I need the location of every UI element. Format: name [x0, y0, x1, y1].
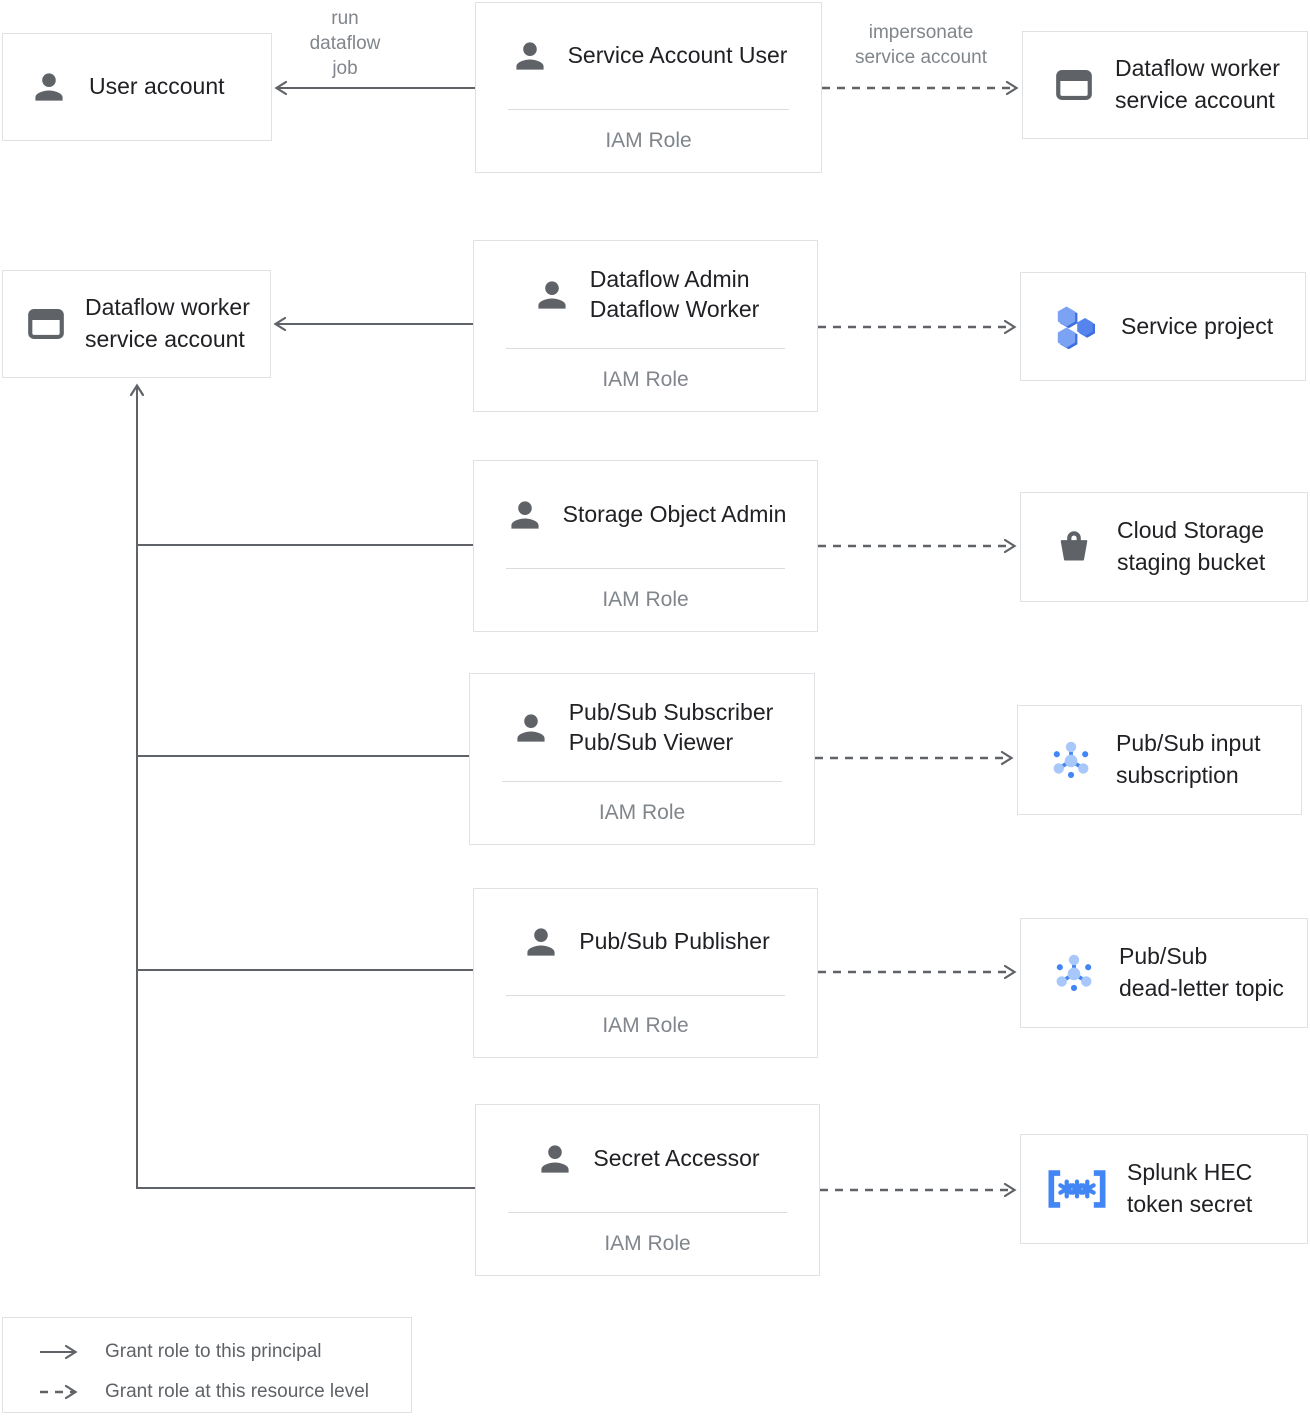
divider — [506, 994, 785, 996]
iam-role-box-pubsub-publisher: Pub/Sub Publisher IAM Role — [473, 888, 818, 1058]
role-title: Service Account User — [567, 42, 788, 69]
dataflow-worker-sa-node-left: Dataflow worker service account — [2, 270, 271, 378]
iam-role-box-storage-object-admin: Storage Object Admin IAM Role — [473, 460, 818, 632]
iam-role-label: IAM Role — [602, 367, 689, 391]
person-icon — [541, 1144, 569, 1173]
person-icon — [517, 713, 545, 742]
iam-role-box-service-account-user: Service Account User IAM Role — [475, 2, 822, 173]
divider — [508, 1212, 787, 1214]
secret-brackets-icon — [1048, 1170, 1106, 1208]
role-title: Storage Object Admin — [562, 500, 787, 527]
role-title: Dataflow Admin Dataflow Worker — [589, 265, 760, 322]
person-icon — [515, 42, 544, 70]
legend: Grant role to this principal Grant role … — [2, 1317, 412, 1413]
service-project-node: Service project — [1020, 272, 1306, 381]
iam-role-box-secret-accessor: Secret Accessor IAM Role — [475, 1104, 820, 1276]
divider — [508, 109, 789, 111]
role-title: Secret Accessor — [593, 1144, 760, 1171]
service-account-card-icon — [28, 308, 64, 340]
cloud-storage-staging-bucket-node: Cloud Storage staging bucket — [1020, 492, 1308, 602]
storage-bucket-icon — [1060, 531, 1088, 561]
run-dataflow-job-label: run dataflow job — [309, 8, 381, 80]
solid-arrow-icon — [40, 1344, 78, 1360]
role-title: Pub/Sub Subscriber Pub/Sub Viewer — [568, 698, 774, 755]
splunk-hec-token-secret-node: Splunk HEC token secret — [1020, 1134, 1308, 1244]
pubsub-input-subscription-node: Pub/Sub input subscription — [1017, 705, 1302, 815]
iam-role-label: IAM Role — [602, 1013, 689, 1037]
iam-role-label: IAM Role — [598, 800, 686, 824]
pubsub-icon — [1053, 741, 1089, 779]
node-label: Cloud Storage staging bucket — [1117, 517, 1266, 575]
node-label: Dataflow worker service account — [1115, 55, 1280, 113]
iam-role-label: IAM Role — [602, 587, 689, 611]
legend-item-grant-principal: Grant role to this principal — [37, 1332, 411, 1372]
dashed-arrow-icon — [40, 1384, 78, 1400]
person-icon — [538, 280, 566, 309]
legend-label: Grant role to this principal — [105, 1341, 322, 1362]
node-label: User account — [89, 73, 225, 100]
service-account-card-icon — [1056, 69, 1092, 101]
dataflow-worker-sa-node-top: Dataflow worker service account — [1022, 31, 1308, 139]
node-label: Dataflow worker service account — [85, 294, 250, 352]
node-label: Service project — [1121, 312, 1274, 339]
person-icon — [511, 500, 539, 529]
user-account-node: User account — [2, 33, 272, 141]
divider — [506, 568, 785, 570]
grant-branch-lines — [137, 544, 475, 1189]
divider — [506, 348, 785, 350]
project-hexagons-icon — [1057, 306, 1095, 349]
node-label: Splunk HEC token secret — [1127, 1159, 1253, 1217]
pubsub-dead-letter-topic-node: Pub/Sub dead-letter topic — [1020, 918, 1308, 1028]
iam-role-box-pubsub-subscriber-viewer: Pub/Sub Subscriber Pub/Sub Viewer IAM Ro… — [469, 673, 815, 845]
node-label: Pub/Sub dead-letter topic — [1119, 943, 1284, 1001]
impersonate-service-account-label: impersonate service account — [854, 22, 987, 69]
legend-item-grant-resource: Grant role at this resource level — [37, 1372, 411, 1412]
role-title: Pub/Sub Publisher — [579, 927, 770, 954]
legend-label: Grant role at this resource level — [105, 1381, 370, 1402]
person-icon — [35, 73, 63, 101]
iam-role-label: IAM Role — [605, 128, 692, 152]
iam-role-label: IAM Role — [604, 1231, 691, 1255]
person-icon — [527, 928, 555, 956]
iam-role-box-dataflow-admin-worker: Dataflow Admin Dataflow Worker IAM Role — [473, 240, 818, 412]
node-label: Pub/Sub input subscription — [1116, 730, 1261, 788]
divider — [502, 781, 782, 783]
pubsub-icon — [1056, 954, 1092, 992]
